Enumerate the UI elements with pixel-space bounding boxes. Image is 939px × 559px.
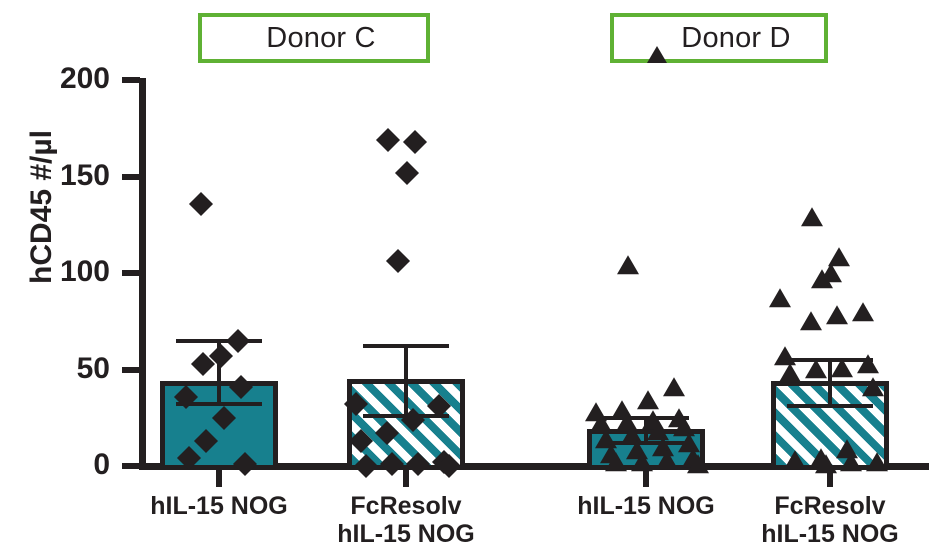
legend-donor-d[interactable]: Donor D — [610, 13, 828, 63]
x-tick-0 — [216, 469, 222, 487]
error-bar-cap-upper-0 — [176, 338, 262, 343]
data-point — [840, 452, 863, 472]
y-tick-150 — [122, 173, 140, 180]
data-point — [830, 357, 853, 377]
data-point — [769, 288, 792, 308]
data-point — [620, 425, 643, 445]
x-axis-label-3: FcResolv hIL-15 NOG — [761, 492, 899, 548]
data-point — [866, 452, 889, 472]
data-point — [852, 301, 875, 321]
y-tick-50 — [122, 366, 140, 373]
y-tick-label-0: 0 — [93, 448, 110, 481]
triangle-icon — [647, 29, 668, 63]
legend-donor-d-label: Donor D — [681, 21, 791, 54]
x-axis-label-2: hIL-15 NOG — [577, 492, 715, 520]
x-axis-label-1: FcResolv hIL-15 NOG — [337, 492, 475, 548]
data-point — [646, 421, 669, 441]
y-tick-label-200: 200 — [59, 62, 110, 95]
data-point — [386, 249, 411, 274]
data-point — [811, 268, 834, 288]
data-point — [617, 255, 640, 275]
data-point — [814, 454, 837, 474]
data-point — [677, 432, 700, 452]
data-point — [403, 129, 428, 154]
data-point — [687, 454, 710, 474]
data-point — [637, 390, 660, 410]
error-bar-stem-1 — [404, 344, 408, 414]
x-axis-line — [139, 463, 929, 470]
error-bar-cap-lower-0 — [176, 402, 262, 407]
y-axis-title: hCD45 #/µl — [25, 130, 58, 284]
error-bar-cap-upper-3 — [787, 357, 873, 362]
x-tick-1 — [403, 469, 409, 487]
data-point — [783, 450, 806, 470]
data-point — [376, 127, 401, 152]
y-tick-200 — [122, 77, 140, 83]
y-tick-label-50: 50 — [76, 351, 110, 385]
data-point — [672, 417, 695, 437]
y-axis-line — [139, 78, 146, 470]
data-point — [826, 305, 849, 325]
data-point — [800, 311, 823, 331]
data-point — [604, 452, 627, 472]
error-bar-stem-0 — [217, 338, 221, 403]
legend-donor-c[interactable]: Donor C — [198, 13, 430, 63]
error-bar-cap-upper-1 — [363, 344, 449, 349]
y-tick-label-150: 150 — [59, 158, 110, 192]
data-point — [663, 377, 686, 397]
data-point — [828, 247, 851, 267]
error-bar-stem-3 — [828, 357, 832, 405]
data-point — [189, 191, 214, 216]
y-tick-100 — [122, 270, 140, 276]
y-tick-0 — [122, 463, 140, 469]
data-point — [779, 363, 802, 383]
data-point — [590, 413, 613, 433]
legend-donor-c-label: Donor C — [266, 21, 376, 54]
data-point — [856, 353, 879, 373]
data-point — [226, 328, 251, 353]
data-point — [801, 207, 824, 227]
y-tick-label-100: 100 — [59, 255, 110, 288]
data-point — [774, 346, 797, 366]
x-axis-label-0: hIL-15 NOG — [150, 492, 288, 520]
error-bar-cap-lower-3 — [787, 404, 873, 409]
data-point — [394, 160, 419, 185]
data-point — [804, 359, 827, 379]
x-tick-3 — [827, 469, 833, 487]
data-point — [656, 450, 679, 470]
data-point — [861, 377, 884, 397]
x-tick-2 — [643, 469, 649, 487]
data-point — [630, 452, 653, 472]
data-point — [595, 429, 618, 449]
